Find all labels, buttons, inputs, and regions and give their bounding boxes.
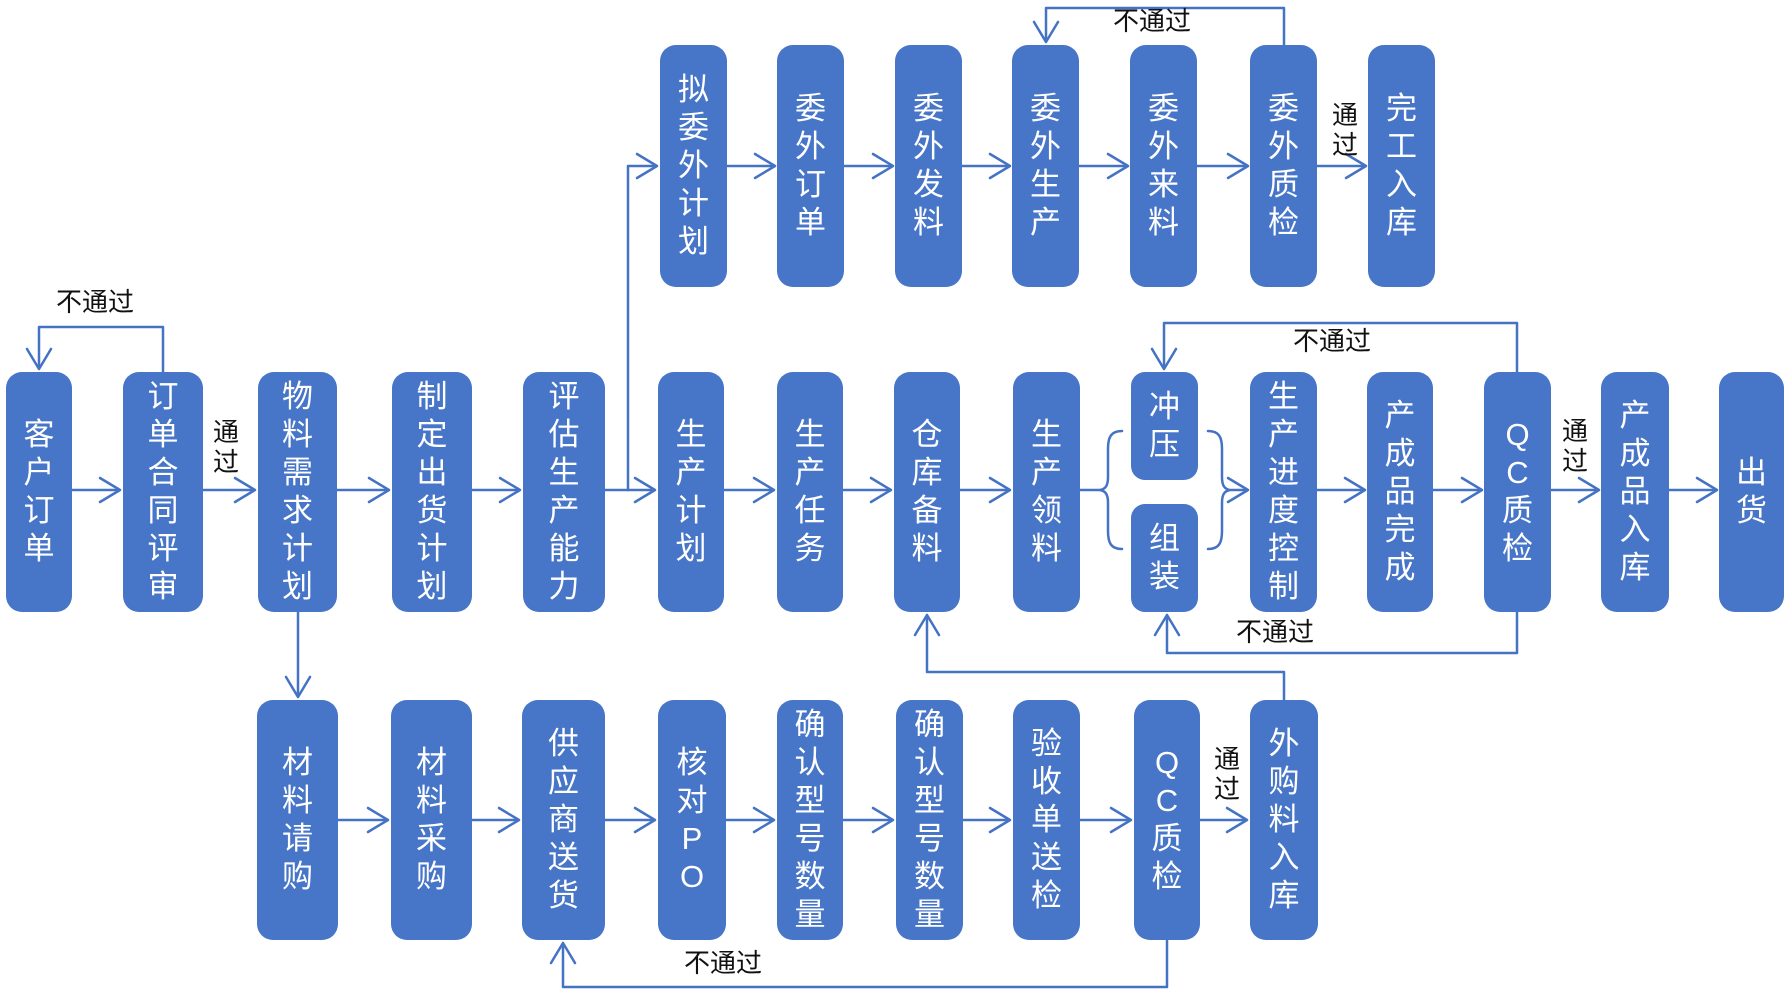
node-label: 产 成 品 入 库 <box>1619 398 1651 585</box>
node-stamping: 冲 压 <box>1131 372 1198 480</box>
edge-label-pass-qc-mid: 通 过 <box>1561 416 1589 476</box>
node-confirm-model-qty-1: 确 认 型 号 数 量 <box>777 700 843 940</box>
node-label: 出 货 <box>1736 455 1767 528</box>
edge-label-fail-order-review: 不通过 <box>55 287 135 317</box>
node-label: 生 产 任 务 <box>794 417 826 566</box>
node-assembly: 组 装 <box>1131 504 1198 612</box>
edge-qc-mid-fail-to-stamping <box>1150 321 1519 374</box>
node-supplier-delivery: 供 应 商 送 货 <box>522 700 605 940</box>
node-label: 委 外 生 产 <box>1030 91 1061 240</box>
edge-label-fail-qc-mid-top: 不通过 <box>1292 326 1372 356</box>
node-label: 评 估 生 产 能 力 <box>548 379 580 604</box>
edge-purchased-in-to-warehouse-prep <box>913 613 1286 702</box>
node-label: 材 料 采 购 <box>416 745 447 894</box>
node-order-contract-review: 订 单 合 同 评 审 <box>123 372 203 612</box>
node-outsourcing-qc: 委 外 质 检 <box>1250 45 1317 287</box>
edge-qc-bottom-fail-loop <box>549 938 1169 989</box>
node-label: 外 购 料 入 库 <box>1268 726 1300 913</box>
node-label: Q C 质 检 <box>1502 417 1533 566</box>
node-label: 确 认 型 号 数 量 <box>914 707 945 932</box>
node-qc-mid: Q C 质 检 <box>1484 372 1551 612</box>
edge-label-pass-qc-bottom: 通 过 <box>1213 744 1241 804</box>
node-label: 材 料 请 购 <box>282 745 313 894</box>
node-outsourcing-order: 委 外 订 单 <box>777 45 844 287</box>
edge-branch-to-outsourcing-plan <box>626 152 659 492</box>
edge-contract-review-fail-loop <box>25 325 165 374</box>
node-outsourcing-material-issue: 委 外 发 料 <box>895 45 962 287</box>
node-label: 组 装 <box>1149 521 1180 594</box>
node-label: 客 户 订 单 <box>23 417 55 566</box>
node-label: 验 收 单 送 检 <box>1031 726 1062 913</box>
node-confirm-model-qty-2: 确 认 型 号 数 量 <box>896 700 963 940</box>
node-label: 生 产 计 划 <box>675 417 707 566</box>
node-label: Q C 质 检 <box>1151 745 1183 894</box>
node-capacity-evaluation: 评 估 生 产 能 力 <box>523 372 605 612</box>
edge-label-fail-qc-bottom: 不通过 <box>683 948 763 978</box>
node-material-requisition: 材 料 请 购 <box>257 700 338 940</box>
node-shipment: 出 货 <box>1719 372 1784 612</box>
edge-label-fail-outsourcing-qc: 不通过 <box>1112 6 1192 36</box>
node-label: 核 对 P O <box>676 745 708 894</box>
node-production-progress-control: 生 产 进 度 控 制 <box>1250 372 1317 612</box>
node-material-purchasing: 材 料 采 购 <box>391 700 472 940</box>
node-label: 冲 压 <box>1149 389 1180 462</box>
node-label: 拟 委 外 计 划 <box>678 72 709 259</box>
node-label: 委 外 订 单 <box>795 91 826 240</box>
edge-label-pass-order-review: 通 过 <box>212 417 240 477</box>
node-warehouse-material-prep: 仓 库 备 料 <box>894 372 960 612</box>
node-label: 物 料 需 求 计 划 <box>282 379 313 604</box>
split-brace-left <box>1098 429 1124 551</box>
node-label: 产 成 品 完 成 <box>1384 398 1416 585</box>
node-customer-order: 客 户 订 单 <box>6 372 72 612</box>
node-outsourcing-production: 委 外 生 产 <box>1012 45 1079 287</box>
node-label: 确 认 型 号 数 量 <box>794 707 826 932</box>
node-label: 委 外 来 料 <box>1148 91 1179 240</box>
node-label: 生 产 领 料 <box>1031 417 1062 566</box>
node-label: 生 产 进 度 控 制 <box>1268 379 1299 604</box>
node-production-material-pick: 生 产 领 料 <box>1013 372 1080 612</box>
edge-outsourcing-qc-fail-loop <box>1032 6 1286 47</box>
edge-label-pass-outsourcing-qc: 通 过 <box>1331 100 1359 160</box>
node-purchased-material-in: 外 购 料 入 库 <box>1250 700 1318 940</box>
node-material-requirement-plan: 物 料 需 求 计 划 <box>258 372 337 612</box>
node-label: 供 应 商 送 货 <box>548 726 579 913</box>
node-label: 委 外 发 料 <box>913 91 944 240</box>
node-label: 制 定 出 货 计 划 <box>416 379 448 604</box>
edge-qc-mid-fail-to-assembly <box>1153 610 1519 655</box>
node-label: 仓 库 备 料 <box>911 417 943 566</box>
node-po-check: 核 对 P O <box>658 700 726 940</box>
node-acceptance-inspection: 验 收 单 送 检 <box>1013 700 1080 940</box>
node-draft-outsourcing-plan: 拟 委 外 计 划 <box>660 45 727 287</box>
node-outsourcing-incoming-material: 委 外 来 料 <box>1130 45 1197 287</box>
node-label: 订 单 合 同 评 审 <box>147 379 179 604</box>
node-label: 完 工 入 库 <box>1386 91 1417 240</box>
node-label: 委 外 质 检 <box>1268 91 1299 240</box>
node-finished-product-in: 产 成 品 入 库 <box>1601 372 1669 612</box>
merge-brace-right <box>1206 429 1232 551</box>
node-qc-bottom: Q C 质 检 <box>1134 700 1200 940</box>
node-shipping-plan: 制 定 出 货 计 划 <box>392 372 472 612</box>
node-production-plan: 生 产 计 划 <box>658 372 724 612</box>
edge-label-fail-qc-mid-bottom: 不通过 <box>1235 617 1315 647</box>
node-production-task: 生 产 任 务 <box>777 372 843 612</box>
node-finished-product-done: 产 成 品 完 成 <box>1367 372 1433 612</box>
node-finished-goods-in: 完 工 入 库 <box>1368 45 1435 287</box>
